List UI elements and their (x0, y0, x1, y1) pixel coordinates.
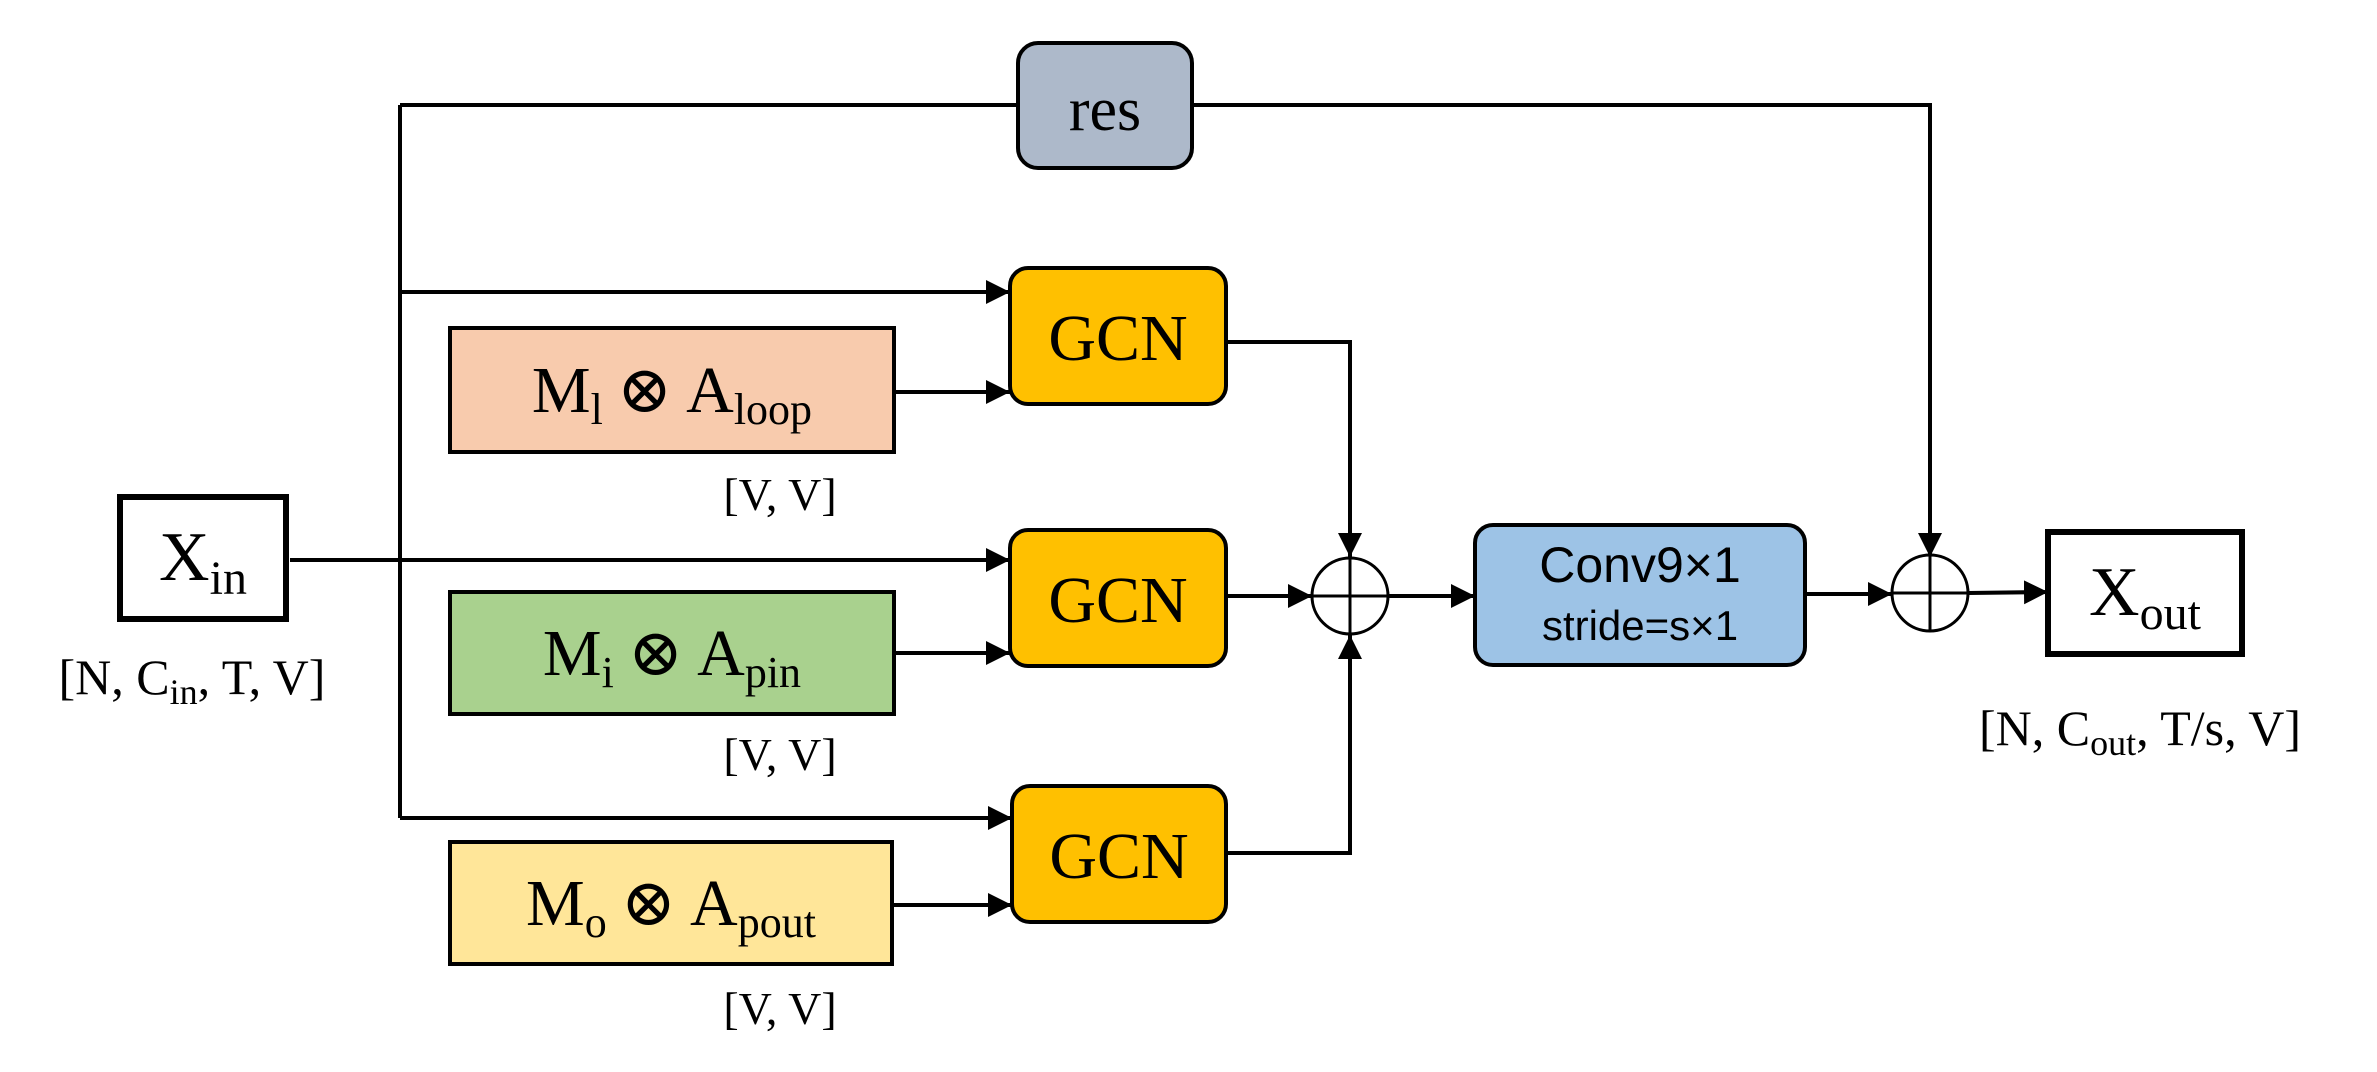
adjacency-pin: Mi⊗Apin (448, 590, 896, 716)
gcn-top-label: GCN (1048, 302, 1187, 375)
circle-plus-icon (1890, 553, 1970, 633)
adjacency-pout-box (448, 840, 894, 966)
input-node: Xin (117, 494, 289, 622)
connections (290, 103, 2049, 917)
gcn-block-bot: GCN (1010, 784, 1228, 924)
gcn-bot-box (1010, 784, 1228, 924)
gcn-mid-box (1008, 528, 1228, 668)
adjacency-pout-label: Mo⊗Apout (526, 867, 816, 947)
output-label: Xout (2089, 554, 2202, 640)
output-node: Xout (2045, 529, 2245, 657)
conv-box (1473, 523, 1807, 667)
res-block: res (1016, 41, 1194, 170)
adjacency-pout: Mo⊗Apout (448, 840, 894, 966)
gcn-mid-label: GCN (1048, 564, 1187, 637)
adjacency-loop: Ml⊗Aloop (448, 326, 896, 454)
adjacency-pin-box (448, 590, 896, 716)
res-box (1016, 41, 1194, 170)
input-box (117, 494, 289, 622)
gcn-bot-label: GCN (1049, 820, 1188, 893)
gcn-top-box (1008, 266, 1228, 406)
gcn-block-top: GCN (1008, 266, 1228, 406)
conv-line2: stride=s×1 (1542, 602, 1738, 649)
wire-gcn-top-to-sum (1228, 340, 1362, 557)
wire-gcn-bot-to-sum (1228, 635, 1362, 855)
input-shape: [N, Cin, T, V] (59, 649, 326, 712)
adjacency-pin-label: Mi⊗Apin (543, 617, 801, 697)
gcn-block-mid: GCN (1008, 528, 1228, 668)
conv-line1: Conv9×1 (1539, 537, 1741, 593)
output-shape: [N, Cout, T/s, V] (1979, 700, 2301, 763)
wire-res-out (1192, 103, 1942, 557)
wire-sum2-to-xout (1967, 580, 2049, 605)
conv-block: Conv9×1 stride=s×1 (1473, 523, 1807, 667)
adjacency-loop-box (448, 326, 896, 454)
adjacency-loop-label: Ml⊗Aloop (532, 354, 812, 434)
output-box (2045, 529, 2245, 657)
circle-plus-icon (1310, 556, 1390, 636)
adjacency-pout-shape: [V, V] (723, 983, 836, 1034)
adjacency-pin-shape: [V, V] (723, 729, 836, 780)
adjacency-loop-shape: [V, V] (723, 469, 836, 520)
res-label: res (1069, 76, 1141, 144)
input-label: Xin (159, 519, 247, 605)
